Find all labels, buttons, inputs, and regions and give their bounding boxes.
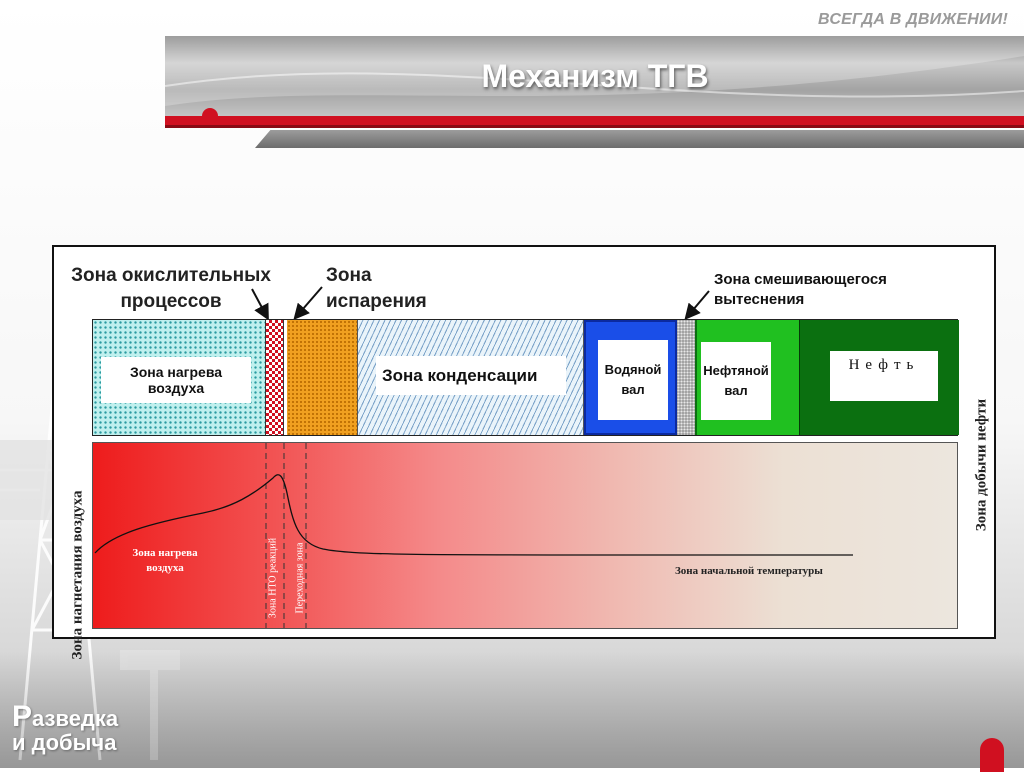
header-band [165,36,1024,126]
temp-label-air-heating: Зона нагрева воздуха [132,547,198,574]
annotation-evaporation-text: Зона испарения [326,265,427,312]
arrow-to-evaporation-zone [293,286,323,321]
side-label-production: Зона добычи нефти [973,398,990,532]
annotation-evaporation-zone: Зона испарения [326,263,436,315]
zone-air-heating-label: Зона нагрева воздуха [101,357,251,403]
zone-oil-label: Нефть [830,351,938,401]
zone-air-heating: Зона нагрева воздуха [93,320,265,435]
temp-label-initial-temperature: Зона начальной температуры [675,565,823,577]
zone-water-bank: Водяной вал [584,320,677,435]
company-logo: Разведка и добыча [12,702,119,755]
corner-red-tab [980,738,1004,772]
zone-water-bank-text: Водяной вал [604,362,662,397]
zone-oil-bank-label: Нефтяной вал [701,342,771,420]
logo-line2: и добыча [12,730,117,755]
temperature-profile-panel: Зона нагрева воздуха Зона НТО реакций Пе… [92,442,958,629]
header-wave-decoration [165,36,1024,106]
annotation-mixing-text: Зона смешивающегося вытеснения [714,271,887,308]
zone-oil-bank: Нефтяной вал [695,320,799,435]
page-title: Механизм ТГВ [481,58,709,94]
header-dark-red-line [165,125,1024,128]
logo-line1: азведка [32,706,119,731]
zone-mixing [677,320,695,435]
zone-oxidation [265,320,284,435]
slogan: ВСЕГДА В ДВИЖЕНИИ! [818,11,1008,28]
zone-water-bank-label: Водяной вал [598,340,668,420]
tgv-diagram: Зона окислительных процессов Зона испаре… [52,245,996,659]
header-grey-strip [255,130,1024,148]
annotation-oxidation-zone: Зона окислительных процессов [71,265,271,312]
bottom-shade [0,650,1024,768]
temperature-curve [94,474,853,556]
zone-condensation-label: Зона конденсации [376,356,566,395]
temperature-profile [94,443,853,628]
zone-evaporation [287,320,357,435]
temp-label-lto-reactions: Зона НТО реакций [267,537,279,619]
zones-bar: Зона нагрева воздуха Зона конденсации Во… [92,319,959,436]
annotation-mixing-zone: Зона смешивающегося вытеснения [714,270,924,310]
zone-oil: Нефть [799,320,959,435]
header-red-line [165,116,1024,125]
header-red-dot-icon [202,108,218,124]
logo-initial: Р [12,700,33,733]
arrow-to-mixing-zone [684,290,710,321]
zone-oil-bank-text: Нефтяной вал [703,363,769,398]
temp-label-transition: Переходная зона [294,542,306,614]
side-label-injection: Зона нагнетания воздуха [69,490,86,660]
zone-condensation: Зона конденсации [357,320,584,435]
